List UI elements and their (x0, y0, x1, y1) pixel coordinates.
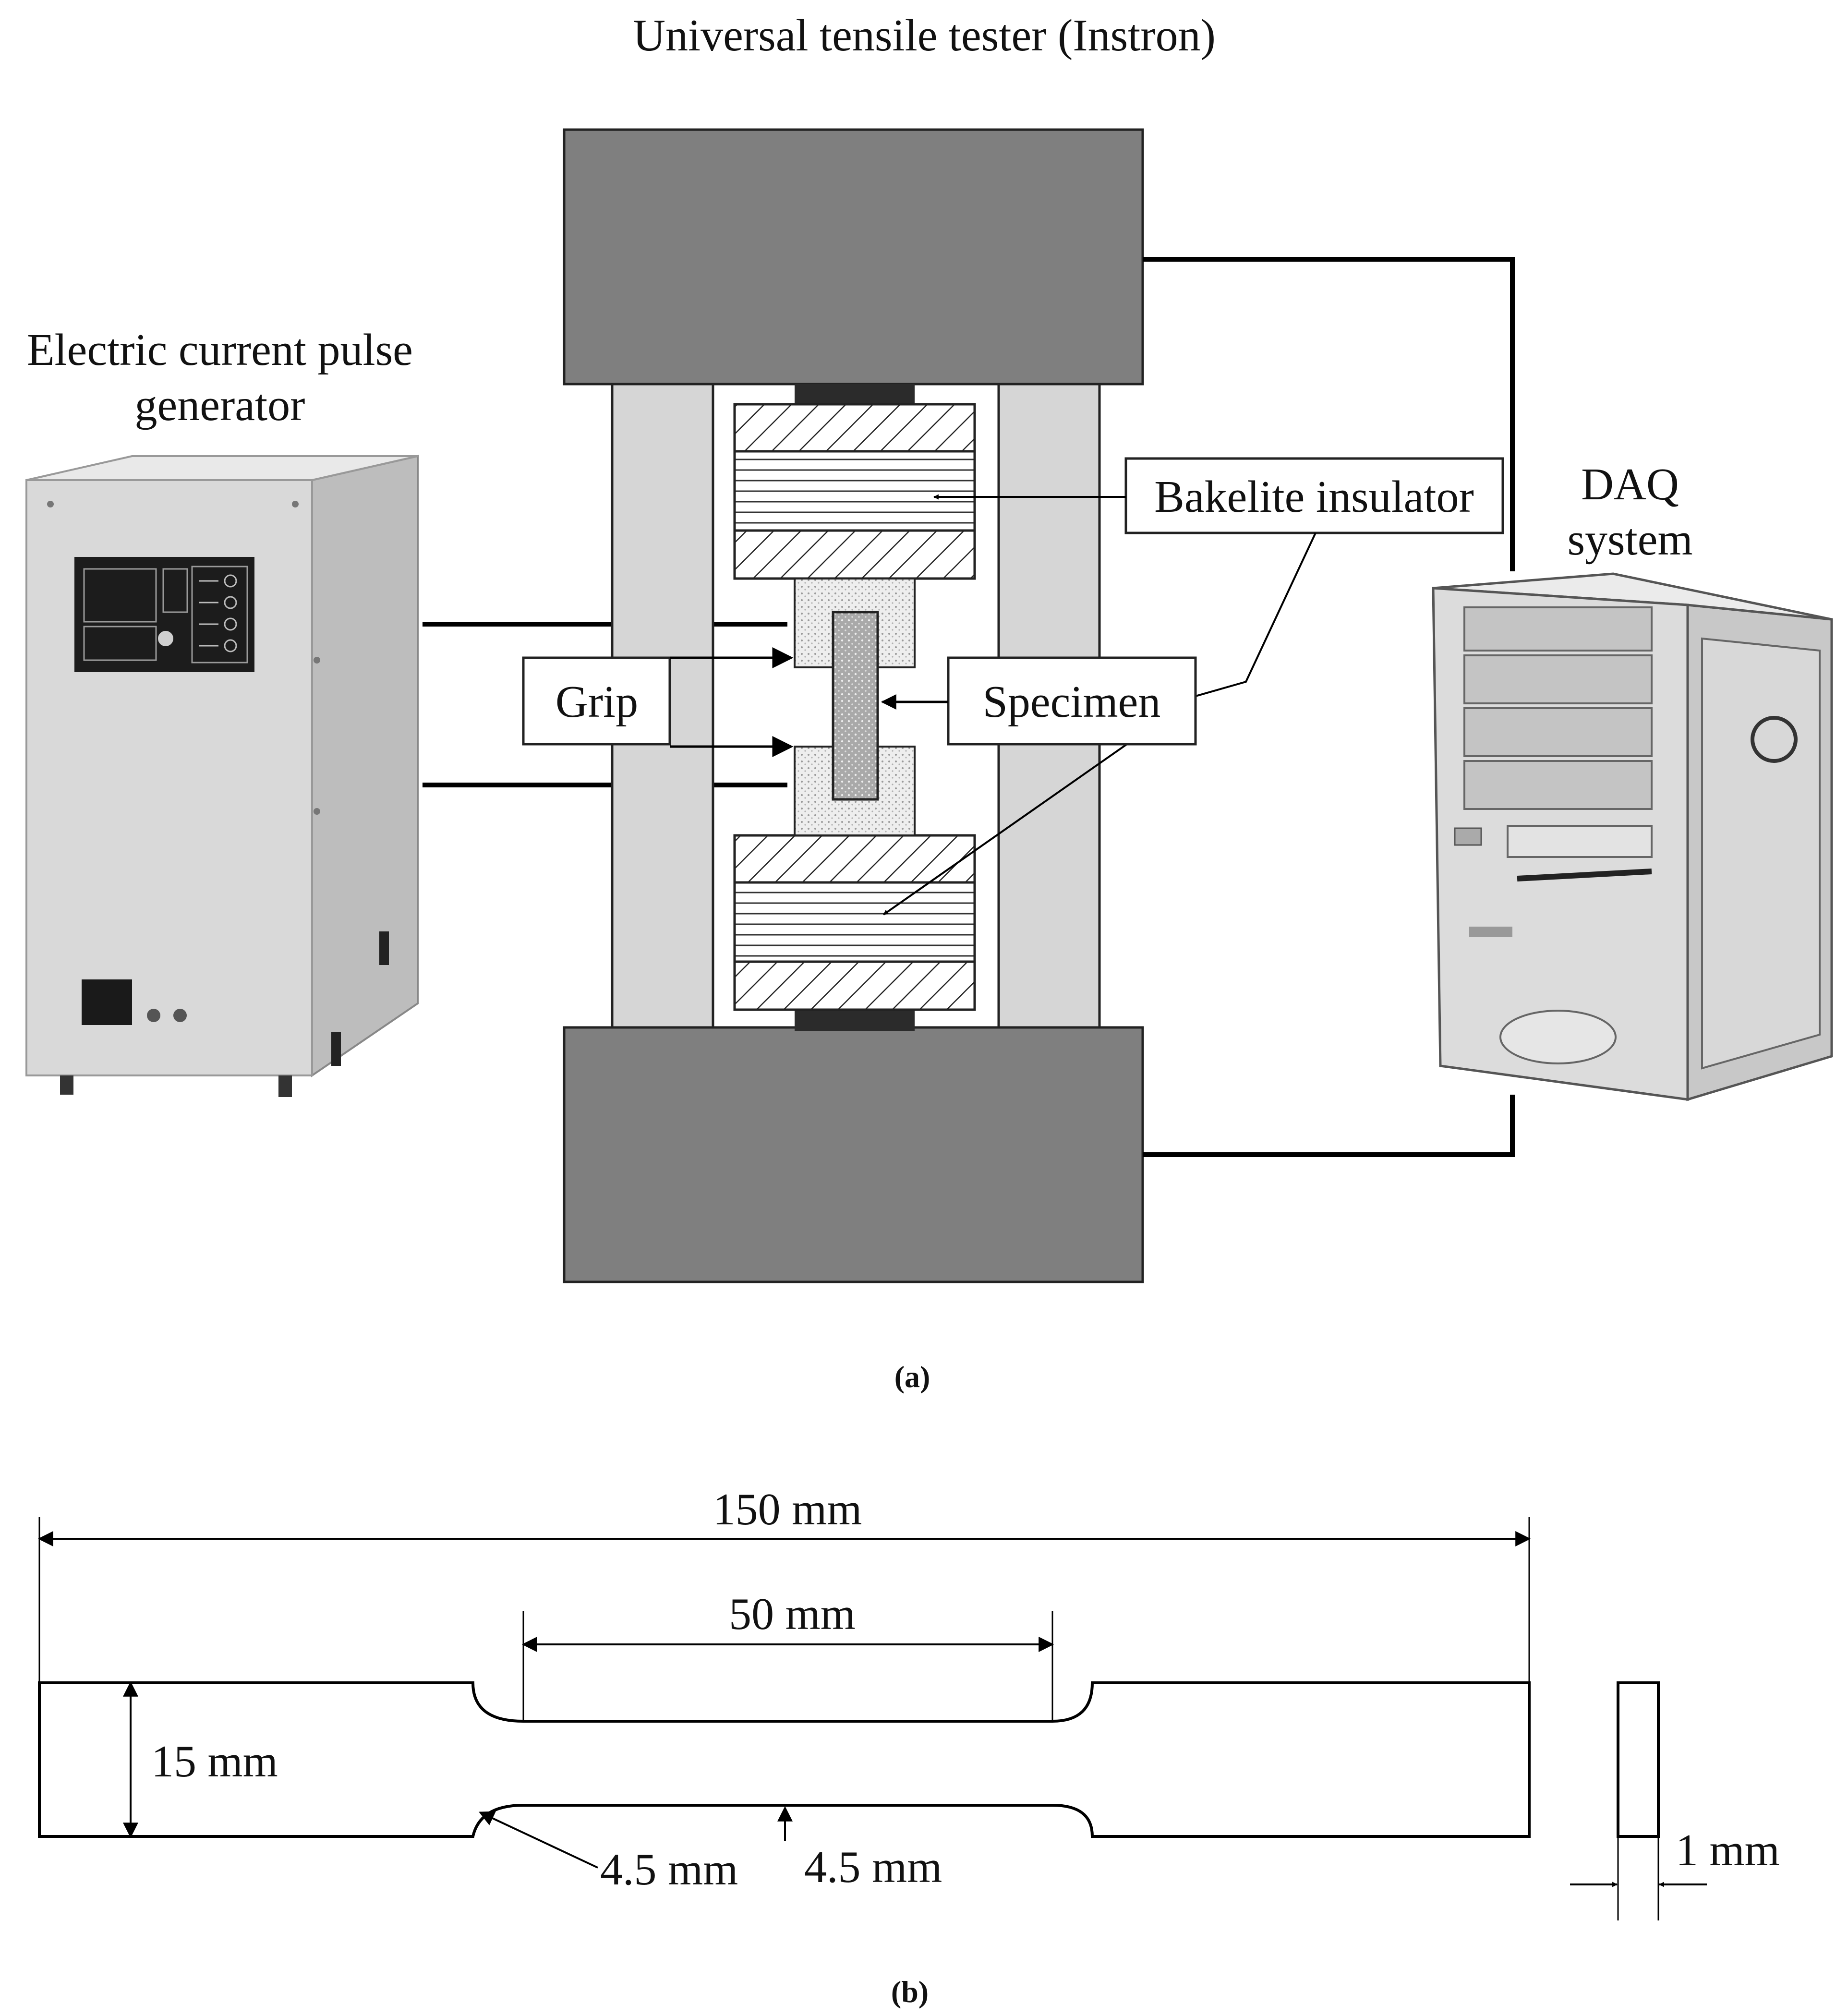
pulse-generator: Electric current pulse generator (25, 325, 419, 1097)
total-length-label: 150 mm (713, 1485, 862, 1534)
tester-lower-crosshead (563, 1026, 1144, 1283)
panel-b-caption: (b) (891, 1975, 929, 2009)
daq-label-line2: system (1567, 515, 1692, 565)
generator-switch-panel (82, 979, 132, 1025)
lower-bakelite-insulator (733, 834, 976, 1011)
bakelite-label: Bakelite insulator (1154, 472, 1474, 522)
generator-label-line1: Electric current pulse (27, 325, 413, 375)
gauge-length-label: 50 mm (729, 1589, 856, 1639)
specimen-label: Specimen (983, 677, 1161, 727)
gauge-width-label: 4.5 mm (804, 1842, 942, 1892)
grip-label-box (522, 656, 671, 746)
upper-pad (795, 384, 915, 404)
bakelite-label-box (1124, 457, 1504, 534)
daq-label-line1: DAQ (1581, 459, 1679, 509)
panel-a-caption: (a) (894, 1360, 930, 1394)
upper-bakelite-insulator (733, 403, 976, 580)
generator-label-line2: generator (135, 380, 305, 430)
bakelite-arrow-lower (882, 532, 1317, 916)
grip-label: Grip (556, 677, 638, 727)
specimen (832, 611, 879, 801)
thickness-label: 1 mm (1676, 1825, 1780, 1875)
tester-upper-crosshead (563, 128, 1144, 386)
specimen-label-box (947, 656, 1197, 746)
daq-wire-lower (1143, 1095, 1515, 1157)
grip-width-label: 15 mm (151, 1737, 278, 1787)
daq-wire-upper (1143, 257, 1515, 571)
daq-computer-icon (1432, 572, 1833, 1101)
specimen-side-view (1617, 1681, 1660, 1838)
specimen-outline (38, 1681, 1531, 1838)
fillet-radius-label: 4.5 mm (600, 1845, 738, 1895)
lower-pad (795, 1011, 915, 1031)
generator-control-panel (74, 557, 254, 672)
fillet-radius-arrow (479, 1811, 598, 1869)
tester-title: Universal tensile tester (Instron) (633, 11, 1216, 60)
